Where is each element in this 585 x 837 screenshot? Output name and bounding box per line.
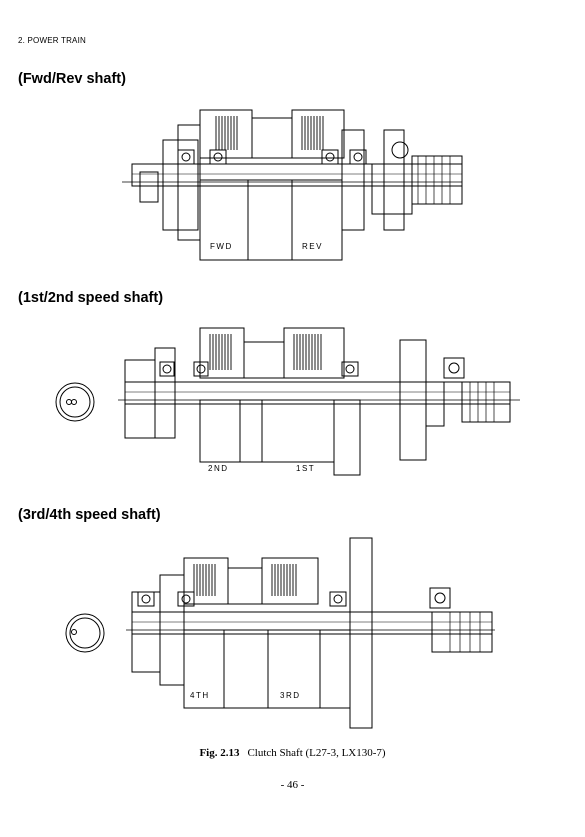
fwd-rev-shaft-drawing: FWD REV xyxy=(122,109,463,261)
page-number: - 46 - xyxy=(280,779,305,791)
gear-label-4th: 4TH xyxy=(190,691,210,700)
first-second-shaft-drawing: 2ND 1ST xyxy=(55,327,520,476)
gear-label-1st: 1ST xyxy=(296,464,315,473)
figure-number: Fig. 2.13 xyxy=(199,747,240,759)
figure-caption-text: Clutch Shaft (L27-3, LX130-7) xyxy=(247,747,386,759)
figure-caption: Fig. 2.13 Clutch Shaft (L27-3, LX130-7) xyxy=(0,747,585,759)
section-title-fwd-rev: (Fwd/Rev shaft) xyxy=(18,71,126,87)
page-header: 2. POWER TRAIN xyxy=(18,36,86,45)
gear-label-3rd: 3RD xyxy=(280,691,301,700)
gear-label-rev: REV xyxy=(302,242,323,251)
third-fourth-shaft-drawing: 4TH 3RD xyxy=(65,537,495,729)
section-title-3rd-4th: (3rd/4th speed shaft) xyxy=(18,507,161,523)
gear-label-2nd: 2ND xyxy=(208,464,229,473)
section-title-1st-2nd: (1st/2nd speed shaft) xyxy=(18,290,164,306)
gear-label-fwd: FWD xyxy=(210,242,233,251)
